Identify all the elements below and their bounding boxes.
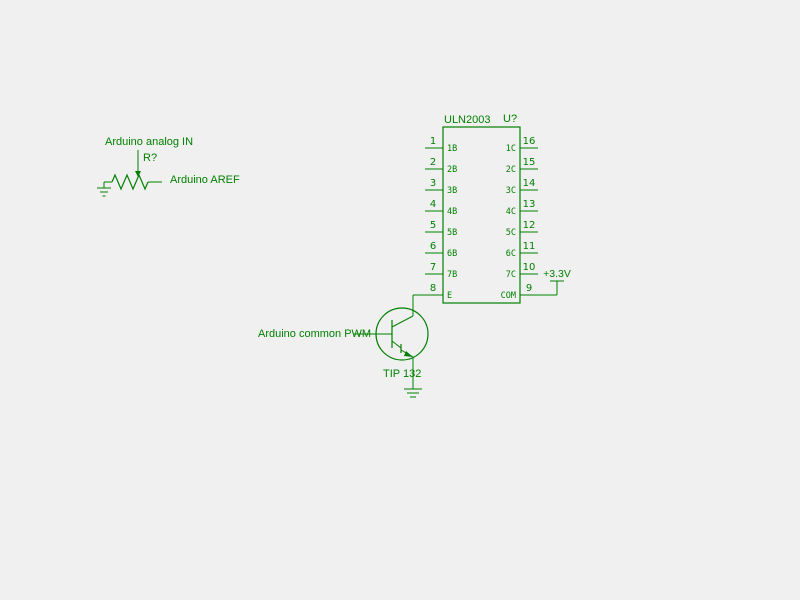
uln2003-component[interactable]: ULN2003 U? 1 1B 2 2B 3 3B 4 4B 5 5B [425, 113, 538, 304]
pin-number: 5 [430, 220, 436, 231]
pin-number: 16 [523, 136, 536, 147]
pin-label: 4C [506, 207, 516, 217]
pin-number: 3 [430, 178, 436, 189]
ic-pin-left-7[interactable]: 7 7B [425, 262, 457, 280]
ic-pin-left-2[interactable]: 2 2B [425, 157, 457, 175]
ic-pin-right-16[interactable]: 16 1C [506, 136, 538, 154]
pin-number: 7 [430, 262, 436, 273]
transistor-part-label[interactable]: TIP 132 [383, 368, 421, 380]
pot-wiper [135, 150, 141, 177]
pin-number: 6 [430, 241, 436, 252]
ic-pin-right-11[interactable]: 11 6C [506, 241, 538, 259]
net-label-analog-in[interactable]: Arduino analog IN [105, 136, 193, 148]
tip132-component[interactable]: Arduino common PWM TIP 132 [258, 307, 429, 398]
ic-pin-left-1[interactable]: 1 1B [425, 136, 457, 154]
ic-pin-left-8[interactable]: 8 E [425, 283, 452, 301]
power-3v3-symbol[interactable]: +3.3V [538, 268, 571, 296]
pin-label: 3B [447, 186, 457, 196]
pin-number: 12 [523, 220, 536, 231]
pin-label: 1C [506, 144, 516, 154]
pin-number: 9 [526, 283, 532, 294]
pin-label: 7B [447, 270, 457, 280]
potentiometer-component[interactable]: Arduino analog IN R? Arduino AREF [97, 136, 240, 197]
net-label-common-pwm[interactable]: Arduino common PWM [258, 328, 371, 340]
pin-number: 15 [523, 157, 536, 168]
pin-number: 2 [430, 157, 436, 168]
pin-label: 4B [447, 207, 457, 217]
net-label-3v3[interactable]: +3.3V [543, 268, 571, 280]
ic-pin-right-13[interactable]: 13 4C [506, 199, 538, 217]
pin-label: E [447, 291, 452, 301]
pin-number: 11 [523, 241, 536, 252]
pin-number: 4 [430, 199, 436, 210]
ground-symbol-transistor [404, 388, 422, 398]
ic-pin-right-10[interactable]: 10 7C [506, 262, 538, 280]
emitter-arrow [404, 351, 413, 357]
pin-label: 5C [506, 228, 516, 238]
ic-body [442, 126, 521, 304]
transistor-collector [391, 315, 414, 328]
pin-label: 5B [447, 228, 457, 238]
wire-e-to-collector[interactable] [412, 294, 425, 316]
pin-number: 8 [430, 283, 436, 294]
pin-label: 6C [506, 249, 516, 259]
ic-pin-left-4[interactable]: 4 4B [425, 199, 457, 217]
pot-ref-label[interactable]: R? [143, 152, 157, 164]
pin-number: 13 [523, 199, 536, 210]
pin-label: 1B [447, 144, 457, 154]
pin-label: 7C [506, 270, 516, 280]
ic-pin-right-9[interactable]: 9 COM [501, 283, 538, 301]
ic-ref[interactable]: U? [503, 113, 517, 125]
ic-pin-right-14[interactable]: 14 3C [506, 178, 538, 196]
pin-label: 2C [506, 165, 516, 175]
ic-pin-left-5[interactable]: 5 5B [425, 220, 457, 238]
pin-label: 3C [506, 186, 516, 196]
pin-label: COM [501, 291, 516, 301]
net-label-aref[interactable]: Arduino AREF [170, 174, 240, 186]
ground-symbol-pot [97, 182, 111, 197]
pin-label: 2B [447, 165, 457, 175]
ic-title[interactable]: ULN2003 [444, 114, 490, 126]
ic-pin-left-3[interactable]: 3 3B [425, 178, 457, 196]
pin-label: 6B [447, 249, 457, 259]
ic-pin-left-6[interactable]: 6 6B [425, 241, 457, 259]
ic-pin-right-15[interactable]: 15 2C [506, 157, 538, 175]
pin-number: 14 [523, 178, 536, 189]
resistor-body [111, 173, 149, 191]
transistor-emitter1 [391, 340, 402, 349]
ic-pin-right-12[interactable]: 12 5C [506, 220, 538, 238]
pin-number: 10 [523, 262, 536, 273]
pin-number: 1 [430, 136, 436, 147]
